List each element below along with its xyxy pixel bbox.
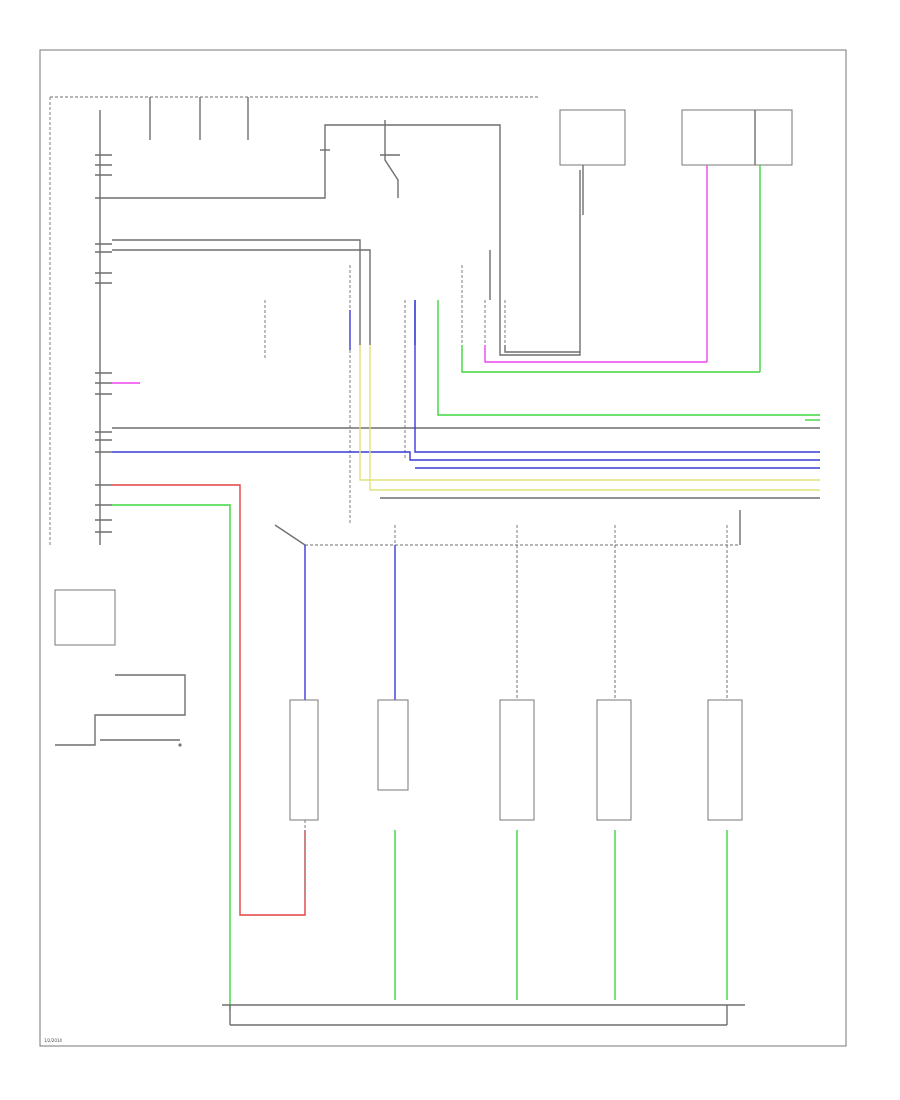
lamp-unit-1 [289,699,319,821]
lamp-units [289,545,743,1000]
feed-line-2 [112,249,371,300]
page-code: 1/2/2014 [44,1038,62,1043]
lamp-unit-4 [596,699,632,821]
lower-left-switches [54,589,186,747]
connector-columns [264,265,506,525]
yellow-bus [359,345,820,481]
lamp-unit-2 [377,699,409,791]
blue-bus-1 [414,300,820,453]
green-bus [437,300,820,416]
module-top-1 [559,109,626,166]
top-switch-area [112,120,581,356]
diagram-frame [39,49,847,1047]
top-fuse-drops [149,97,249,140]
red-wire [112,484,306,916]
ground-bus [222,1004,745,1026]
module-top-2 [681,109,793,166]
green-wire-left [112,504,231,1010]
blue-bus-2 [112,451,820,461]
lamp-unit-5 [707,699,743,821]
lamp-unit-junction [274,510,741,700]
lamp-unit-3 [499,699,535,821]
feed-line-1 [112,239,361,300]
left-module-pins [95,154,112,533]
